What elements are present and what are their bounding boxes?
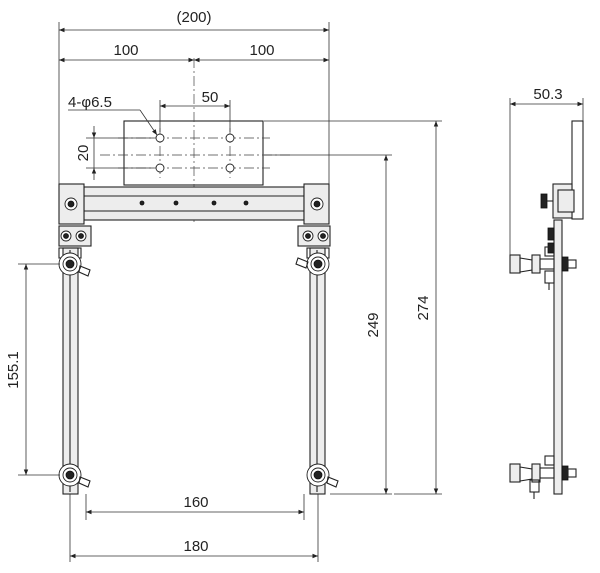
vacuum-cup-top-right [295, 252, 330, 276]
hole-pitch-y-label: 20 [75, 145, 92, 162]
overall-width-label: (200) [176, 9, 211, 26]
mounting-holes [155, 133, 235, 173]
front-view: (200) 100 100 4-φ6.5 50 [5, 9, 442, 562]
vacuum-cup-top-left [58, 252, 91, 277]
dim-inner-height: 249 [264, 154, 392, 495]
vacuum-cup-bottom-left [58, 463, 91, 488]
right-rail [306, 247, 330, 495]
dim-hole-pitch-y: 20 [75, 126, 154, 180]
dim-overall-width: (200) [58, 9, 330, 184]
hole-callout-label: 4-φ6.5 [68, 94, 112, 111]
dim-side-depth: 50.3 [509, 86, 584, 255]
left-rail [58, 247, 82, 495]
side-vertical-bar [553, 219, 563, 495]
right-half-label: 100 [249, 42, 274, 59]
side-depth-label: 50.3 [533, 86, 562, 103]
outer-span-label: 180 [183, 538, 208, 555]
mounting-plate [123, 120, 264, 186]
dim-overall-height: 274 [264, 120, 442, 495]
dim-stroke: 155.1 [5, 263, 60, 476]
side-cup-bottom [509, 455, 577, 499]
dim-outer-span: 180 [69, 494, 319, 562]
side-view: 50.3 [509, 86, 584, 499]
dim-hole-pitch-x: 50 [159, 89, 231, 132]
right-bracket [297, 183, 331, 247]
left-half-label: 100 [113, 42, 138, 59]
vacuum-cup-bottom-right [306, 463, 339, 488]
dim-half-widths: 100 100 [58, 42, 329, 63]
inner-span-label: 160 [183, 494, 208, 511]
side-top-plate [571, 120, 584, 220]
overall-height-label: 274 [415, 295, 432, 320]
cross-bar [83, 186, 305, 221]
side-cup-top [509, 246, 577, 290]
dim-inner-span: 160 [85, 494, 305, 520]
dim-hole-callout: 4-φ6.5 [68, 94, 158, 136]
inner-height-label: 249 [365, 312, 382, 337]
hole-pitch-x-label: 50 [202, 89, 219, 106]
left-bracket [58, 183, 92, 247]
stroke-label: 155.1 [5, 351, 22, 389]
